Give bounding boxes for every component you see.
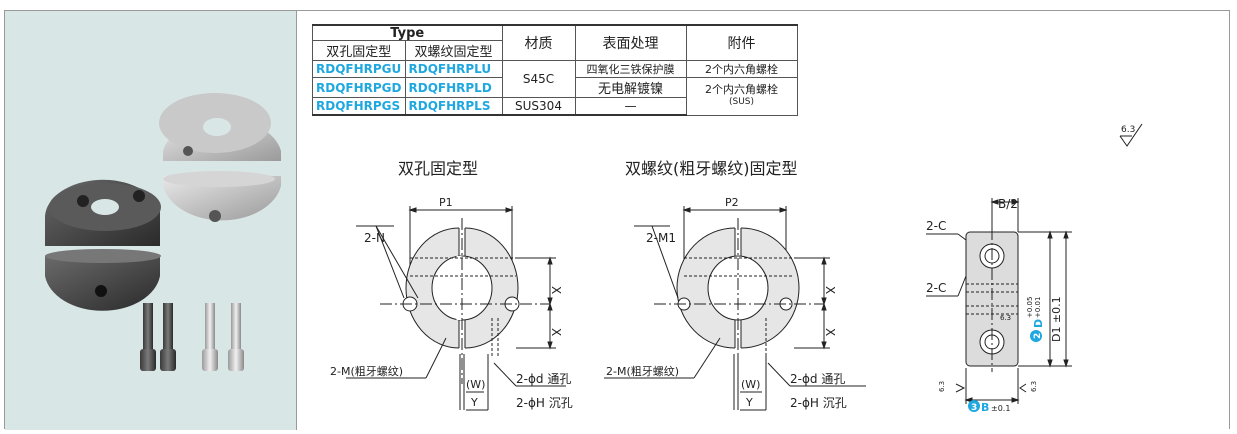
label-2n: 2-N [364, 231, 385, 245]
part-code[interactable]: RDQFHRPGU [312, 60, 406, 78]
dim-d-tol-down: +0.01 [1034, 297, 1042, 318]
double-hole-header: 双孔固定型 [312, 40, 406, 61]
dim-w: (W) [741, 378, 760, 391]
accessory-note: (SUS) [728, 97, 755, 108]
dim-b-tol: ±0.1 [991, 404, 1010, 413]
double-thread-header: 双螺纹固定型 [404, 40, 503, 61]
surface-cell: — [574, 97, 687, 116]
part-code[interactable]: RDQFHRPLU [404, 60, 503, 78]
part-code[interactable]: RDQFHRPGD [312, 77, 406, 98]
surface-cell: 四氧化三铁保护膜 [574, 60, 687, 78]
product-photo-panel [5, 11, 297, 430]
label-2m1: 2-M1 [646, 231, 676, 245]
dim-y: Y [470, 396, 478, 409]
dim-d1: D1 ±0.1 [1050, 296, 1063, 342]
part-code[interactable]: RDQFHRPLS [404, 97, 503, 116]
dim-d-tol-up: +0.05 [1026, 297, 1034, 318]
double-hole-title: 双孔固定型 [398, 159, 479, 178]
spec-table: Type 材质 表面处理 附件 双孔固定型 双螺纹固定型 RDQFHRPGU R… [312, 24, 798, 116]
part-code[interactable]: RDQFHRPGS [312, 97, 406, 116]
side-view-drawing: B/2 2-C 2-C 6.3 2 D +0.05 +0.01 D1 ±0.1 … [926, 197, 1072, 414]
accessory-header: 附件 [685, 24, 798, 61]
part-code[interactable]: RDQFHRPLD [404, 77, 503, 98]
dim-x-lower: X [823, 328, 837, 336]
label-chamfer-side: 2-C [926, 281, 946, 295]
label-through-hole: 2-ϕd 通孔 [516, 372, 571, 386]
label-through-hole: 2-ϕd 通孔 [790, 372, 845, 386]
label-chamfer-top: 2-C [926, 219, 946, 233]
dim-b: B [981, 401, 989, 414]
dim-w: (W) [466, 378, 485, 391]
label-2m: 2-M(粗牙螺纹) [330, 364, 403, 378]
material-header: 材质 [501, 24, 576, 61]
dim-p1: P1 [439, 196, 453, 209]
dim-b-half: B/2 [998, 197, 1018, 211]
badge-b: 3 [971, 403, 977, 413]
product-photo [45, 93, 281, 371]
double-thread-title: 双螺纹(粗牙螺纹)固定型 [625, 159, 798, 178]
double-thread-drawing: P2 2-M1 X X 2-M(粗牙螺纹) (W) Y 2-ϕd 通孔 2-ϕH… [604, 196, 866, 411]
accessory-cell: 2个内六角螺栓 [685, 60, 798, 78]
roughness-symbol: 6.3 [1119, 123, 1143, 147]
accessory-text: 2个内六角螺栓 [705, 83, 778, 97]
accessory-cell: 2个内六角螺栓 (SUS) [685, 77, 798, 116]
label-counterbore: 2-ϕH 沉孔 [516, 396, 573, 410]
dim-y: Y [745, 396, 753, 409]
dim-p2: P2 [725, 196, 739, 209]
badge-d: 2 [1033, 333, 1043, 339]
label-counterbore: 2-ϕH 沉孔 [790, 396, 847, 410]
material-cell: S45C [501, 60, 576, 98]
surface-cell: 无电解镀镍 [574, 77, 687, 98]
dim-x-upper: X [823, 286, 837, 294]
material-cell: SUS304 [501, 97, 576, 116]
roughness-value: 6.3 [1121, 125, 1135, 135]
roughness-inner: 6.3 [1000, 314, 1011, 322]
double-hole-drawing: P1 2-N X X 2-M(粗牙螺纹) (W) Y 2-ϕd 通孔 2-ϕH … [330, 196, 573, 411]
dim-d: D [1032, 319, 1045, 328]
surface-header: 表面处理 [574, 24, 687, 61]
type-header: Type [312, 24, 503, 41]
dim-x-lower: X [549, 328, 563, 336]
product-frame [4, 10, 1230, 429]
label-2m: 2-M(粗牙螺纹) [606, 364, 679, 378]
roughness-left: 6.3 [938, 381, 946, 392]
roughness-right: 6.3 [1030, 381, 1038, 392]
dim-x-upper: X [549, 286, 563, 294]
